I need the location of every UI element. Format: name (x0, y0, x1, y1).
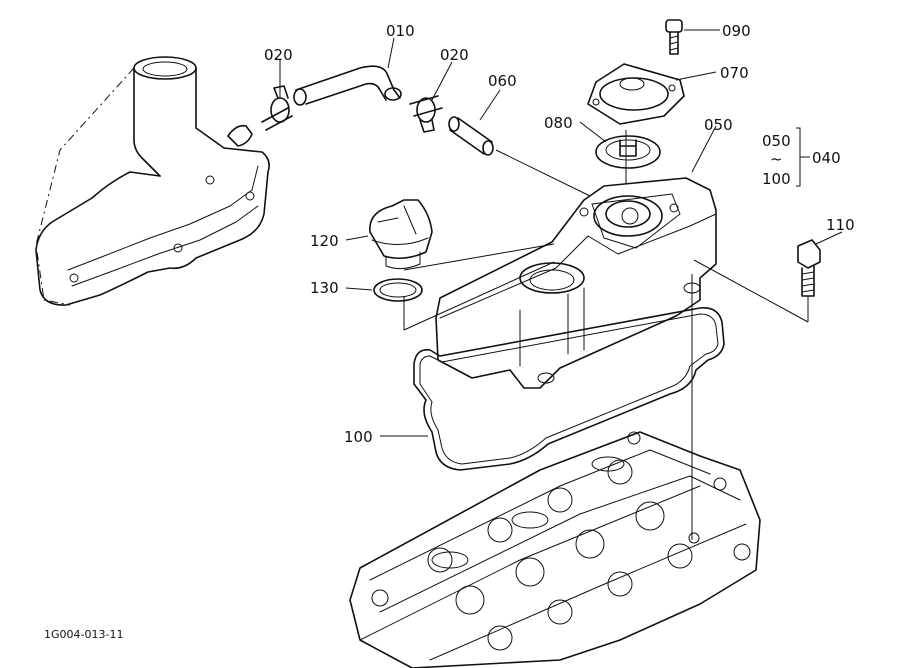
cylinder-head-cover (435, 177, 717, 389)
water-outlet-housing (35, 56, 270, 306)
hose-clamp-right (409, 95, 443, 133)
leader-lines (279, 29, 843, 540)
callout-070: 070 (720, 64, 749, 82)
callout-130: 130 (310, 279, 339, 297)
diaphragm (595, 135, 661, 169)
breather-cover (587, 63, 685, 125)
range-to-label: 100 (762, 170, 791, 188)
callout-060: 060 (488, 72, 517, 90)
oil-filler-cap (369, 199, 433, 270)
range-from-label: 050 (762, 132, 791, 150)
range-target-label: 040 (812, 149, 841, 167)
range-bracket (796, 127, 810, 187)
cover-bolt (797, 239, 821, 297)
hose-clamp-left (261, 85, 293, 131)
range-tilde: ~ (770, 150, 783, 168)
callout-110: 110 (826, 216, 855, 234)
callout-050: 050 (704, 116, 733, 134)
callout-090: 090 (722, 22, 751, 40)
cover-gasket (413, 306, 725, 471)
breather-pipe (448, 116, 494, 156)
figure-id: 1G004-013-11 (44, 628, 123, 641)
breather-hose (293, 65, 402, 106)
callout-010: 010 (386, 22, 415, 40)
o-ring (373, 278, 423, 302)
callout-100: 100 (344, 428, 373, 446)
cylinder-head (349, 431, 761, 668)
callout-020-left: 020 (264, 46, 293, 64)
screw (665, 19, 683, 55)
callout-080: 080 (544, 114, 573, 132)
callout-120: 120 (310, 232, 339, 250)
callout-020-right: 020 (440, 46, 469, 64)
